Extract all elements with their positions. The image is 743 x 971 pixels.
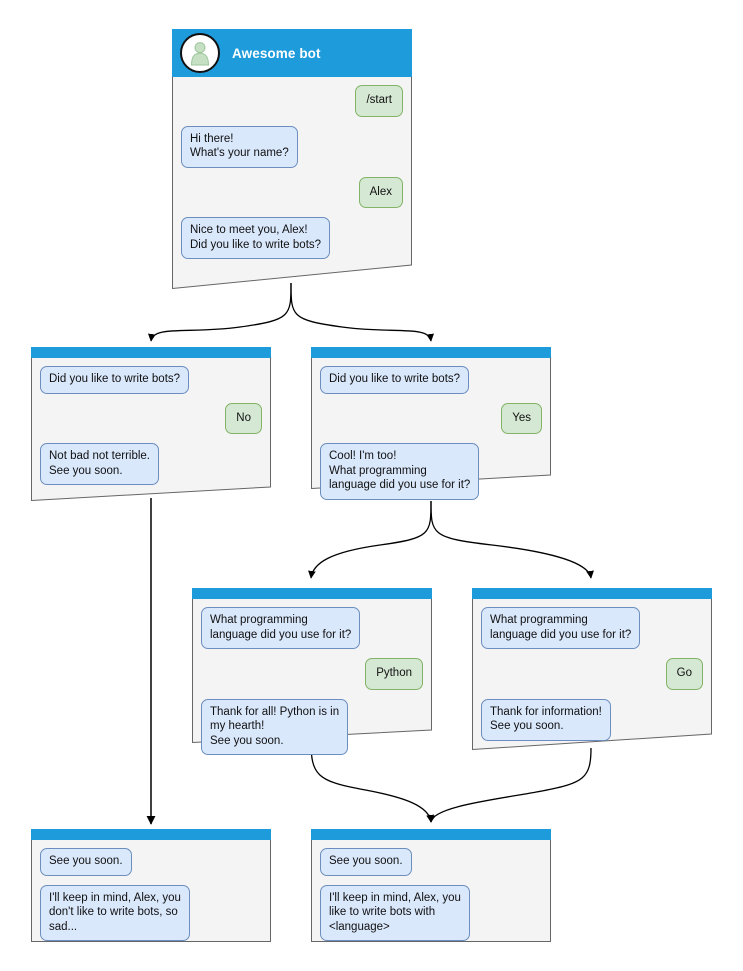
message-row: See you soon. <box>40 848 262 876</box>
bot-message-bubble[interactable]: Cool! I'm too! What programming language… <box>320 443 480 500</box>
card-body-yes-branch: Did you like to write bots? Yes Cool! I'… <box>311 358 551 500</box>
message-row: Did you like to write bots? <box>40 366 262 394</box>
user-message-bubble[interactable]: /start <box>355 85 403 117</box>
message-row: Cool! I'm too! What programming language… <box>320 443 542 500</box>
user-message-bubble[interactable]: Go <box>665 658 703 690</box>
card-header-python-branch <box>192 588 432 599</box>
message-row: Thank for all! Python is in my hearth! S… <box>201 698 423 755</box>
card-header-yes-branch <box>311 347 551 358</box>
message-row: No <box>40 402 262 434</box>
bot-message-bubble[interactable]: See you soon. <box>320 848 412 876</box>
message-row: I'll keep in mind, Alex, you like to wri… <box>320 884 542 941</box>
message-row: I'll keep in mind, Alex, you don't like … <box>40 884 262 941</box>
bot-message-bubble[interactable]: What programming language did you use fo… <box>201 607 361 649</box>
bot-message-bubble[interactable]: Thank for information! See you soon. <box>481 698 611 741</box>
bot-title: Awesome bot <box>232 45 321 61</box>
chat-card-yes-branch[interactable]: Did you like to write bots? Yes Cool! I'… <box>311 347 551 500</box>
bot-message-bubble[interactable]: What programming language did you use fo… <box>481 607 641 649</box>
user-message-bubble[interactable]: No <box>225 402 262 434</box>
bot-message-bubble[interactable]: Did you like to write bots? <box>40 366 190 394</box>
card-header-root: Awesome bot <box>172 29 412 77</box>
bot-message-bubble[interactable]: Did you like to write bots? <box>320 366 470 394</box>
message-row: What programming language did you use fo… <box>481 607 703 649</box>
bot-message-bubble[interactable]: I'll keep in mind, Alex, you like to wri… <box>320 884 470 941</box>
edge-root-to-no <box>148 282 292 342</box>
message-row: /start <box>181 85 403 117</box>
message-row: Alex <box>181 176 403 208</box>
edge-root-to-yes <box>290 282 434 342</box>
user-message-bubble[interactable]: Alex <box>358 176 403 208</box>
message-row: Did you like to write bots? <box>320 366 542 394</box>
chat-card-go-branch[interactable]: What programming language did you use fo… <box>472 588 712 750</box>
message-row: See you soon. <box>320 848 542 876</box>
bot-message-bubble[interactable]: Thank for all! Python is in my hearth! S… <box>201 698 349 755</box>
message-row: Yes <box>320 402 542 434</box>
card-header-end-happy <box>311 829 551 840</box>
bot-message-bubble[interactable]: I'll keep in mind, Alex, you don't like … <box>40 884 190 941</box>
user-message-bubble[interactable]: Yes <box>501 402 542 434</box>
card-header-go-branch <box>472 588 712 599</box>
card-header-no-branch <box>31 347 271 358</box>
chat-card-end-happy[interactable]: See you soon. I'll keep in mind, Alex, y… <box>311 829 551 942</box>
message-row: Python <box>201 658 423 690</box>
bot-message-bubble[interactable]: See you soon. <box>40 848 132 876</box>
card-body-root: /start Hi there! What's your name? Alex … <box>172 77 412 259</box>
message-row: Hi there! What's your name? <box>181 125 403 168</box>
edge-go-to-end-happy <box>428 747 592 823</box>
chat-card-python-branch[interactable]: What programming language did you use fo… <box>192 588 432 755</box>
card-body-no-branch: Did you like to write bots? No Not bad n… <box>31 358 271 485</box>
message-row: What programming language did you use fo… <box>201 607 423 649</box>
card-body-go-branch: What programming language did you use fo… <box>472 599 712 741</box>
bot-message-bubble[interactable]: Not bad not terrible. See you soon. <box>40 443 160 485</box>
message-row: Thank for information! See you soon. <box>481 698 703 741</box>
message-row: Not bad not terrible. See you soon. <box>40 443 262 485</box>
message-row: Nice to meet you, Alex! Did you like to … <box>181 217 403 259</box>
person-avatar-icon <box>180 33 220 73</box>
card-header-end-sad <box>31 829 271 840</box>
card-body-end-happy: See you soon. I'll keep in mind, Alex, y… <box>311 840 551 941</box>
edge-yes-to-python <box>308 500 432 579</box>
message-row: Go <box>481 658 703 690</box>
chat-card-no-branch[interactable]: Did you like to write bots? No Not bad n… <box>31 347 271 501</box>
bot-message-bubble[interactable]: Hi there! What's your name? <box>181 125 298 168</box>
card-body-python-branch: What programming language did you use fo… <box>192 599 432 755</box>
card-body-end-sad: See you soon. I'll keep in mind, Alex, y… <box>31 840 271 941</box>
chat-card-root[interactable]: Awesome bot /start Hi there! What's your… <box>172 29 412 289</box>
user-message-bubble[interactable]: Python <box>365 658 423 690</box>
chat-card-end-sad[interactable]: See you soon. I'll keep in mind, Alex, y… <box>31 829 271 942</box>
edge-yes-to-go <box>430 500 594 579</box>
bot-message-bubble[interactable]: Nice to meet you, Alex! Did you like to … <box>181 217 331 259</box>
